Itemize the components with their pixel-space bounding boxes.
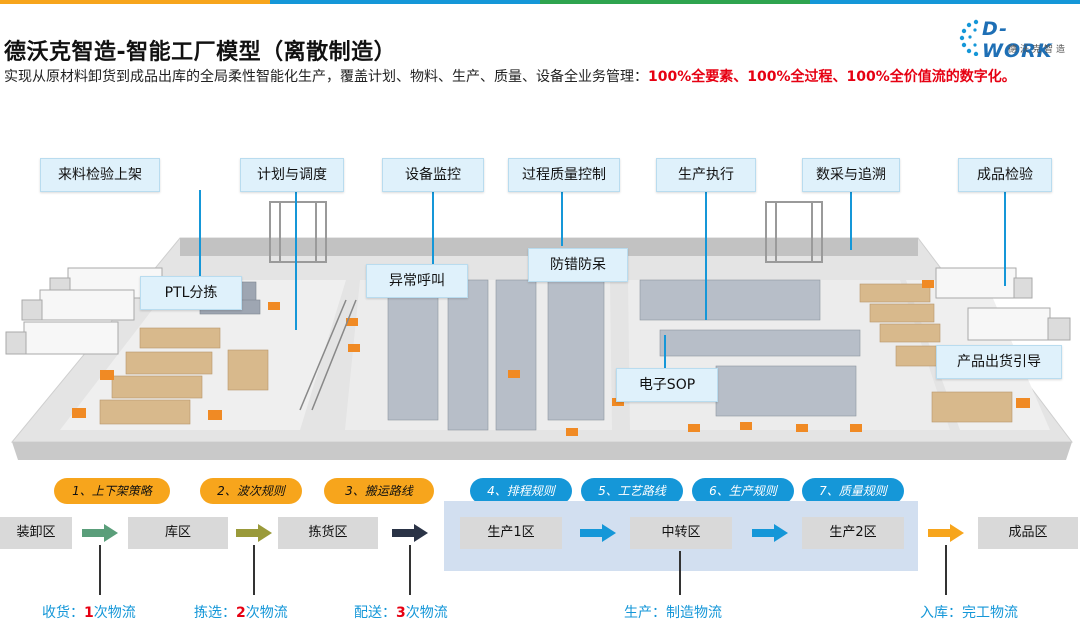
logo-word: D-WORK xyxy=(982,18,1053,62)
connector-picking xyxy=(253,545,255,595)
arrow-olive-icon xyxy=(236,524,272,542)
zone-prod1: 生产1区 xyxy=(460,517,562,549)
production-lines xyxy=(387,279,861,431)
zone-warehouse: 库区 xyxy=(128,517,228,549)
zone-picking: 拣货区 xyxy=(278,517,378,549)
zone-unload: 装卸区 xyxy=(0,517,72,549)
flow-delivery: 配送：3次物流 xyxy=(354,605,448,621)
connector-delivery xyxy=(409,545,411,595)
leader-esop xyxy=(664,335,666,371)
zone-finished: 成品区 xyxy=(978,517,1078,549)
flow-inbound: 入库：完工物流 xyxy=(920,605,1018,621)
trucks-right xyxy=(935,267,1071,341)
leader-product-inspection xyxy=(1004,190,1006,286)
flow-picking: 拣选：2次物流 xyxy=(194,605,288,621)
zone-transfer: 中转区 xyxy=(630,517,732,549)
callout-shipping-guide: 产品出货引导 xyxy=(936,345,1062,379)
leader-data-trace xyxy=(850,190,852,250)
step-pill-4: 4、排程规则 xyxy=(470,478,572,504)
subtitle: 实现从原材料卸货到成品出库的全局柔性智能化生产，覆盖计划、物料、生产、质量、设备… xyxy=(4,66,1016,86)
callout-incoming-inspection: 来料检验上架 xyxy=(40,158,160,192)
leader-planning xyxy=(295,190,297,330)
page-title: 德沃克智造-智能工厂模型（离散制造） xyxy=(4,40,397,65)
factory-back-wall xyxy=(180,238,918,256)
logo-cn: 德沃克智造 xyxy=(1008,45,1069,55)
flow-production: 生产：制造物流 xyxy=(624,605,722,621)
callout-data-trace: 数采与追溯 xyxy=(802,158,900,192)
factory-floor-front xyxy=(12,442,1072,460)
step-pill-1: 1、上下架策略 xyxy=(54,478,170,504)
leader-equipment-monitor xyxy=(432,190,434,266)
zone-prod2: 生产2区 xyxy=(802,517,904,549)
callout-equipment-monitor: 设备监控 xyxy=(382,158,484,192)
warehouse-boxes xyxy=(99,327,269,425)
connector-inbound xyxy=(945,545,947,595)
arrow-green-icon xyxy=(82,524,118,542)
logo-dots-icon xyxy=(959,19,979,56)
callout-ptl-sorting: PTL分拣 xyxy=(140,276,242,310)
finished-goods-boxes xyxy=(859,283,1013,423)
dwork-logo: D-WORK 德沃克智造 xyxy=(958,16,1076,62)
connector-receive xyxy=(99,545,101,595)
subtitle-plain: 实现从原材料卸货到成品出库的全局柔性智能化生产，覆盖计划、物料、生产、质量、设备… xyxy=(4,69,648,85)
callout-production-exec: 生产执行 xyxy=(656,158,756,192)
step-pill-2: 2、波次规则 xyxy=(200,478,302,504)
callout-esop: 电子SOP xyxy=(616,368,718,402)
flow-receive: 收货：1次物流 xyxy=(42,605,136,621)
agv-vehicles xyxy=(72,280,1030,436)
step-pill-3: 3、搬运路线 xyxy=(324,478,434,504)
arrow-blue-1-icon xyxy=(580,524,616,542)
arrow-navy-icon xyxy=(392,524,428,542)
callout-process-quality: 过程质量控制 xyxy=(508,158,620,192)
step-pill-5: 5、工艺路线 xyxy=(581,478,683,504)
arrow-blue-2-icon xyxy=(752,524,788,542)
entry-gate xyxy=(269,201,823,263)
callout-error-proofing: 防错防呆 xyxy=(528,248,628,282)
subtitle-highlight: 100%全要素、100%全过程、100%全价值流的数字化。 xyxy=(648,69,1016,85)
factory-model-illustration xyxy=(5,201,1074,460)
callout-planning: 计划与调度 xyxy=(240,158,344,192)
top-color-bar xyxy=(0,0,1080,4)
leader-incoming-inspection xyxy=(199,190,201,280)
leader-production-exec xyxy=(705,190,707,320)
step-pill-7: 7、质量规则 xyxy=(802,478,904,504)
step-pill-6: 6、生产规则 xyxy=(692,478,794,504)
connector-production xyxy=(679,551,681,595)
callout-andon-call: 异常呼叫 xyxy=(366,264,468,298)
callout-product-inspection: 成品检验 xyxy=(958,158,1052,192)
leader-process-quality xyxy=(561,190,563,246)
arrow-orange-icon xyxy=(928,524,964,542)
conveyor-ramp xyxy=(299,299,357,411)
